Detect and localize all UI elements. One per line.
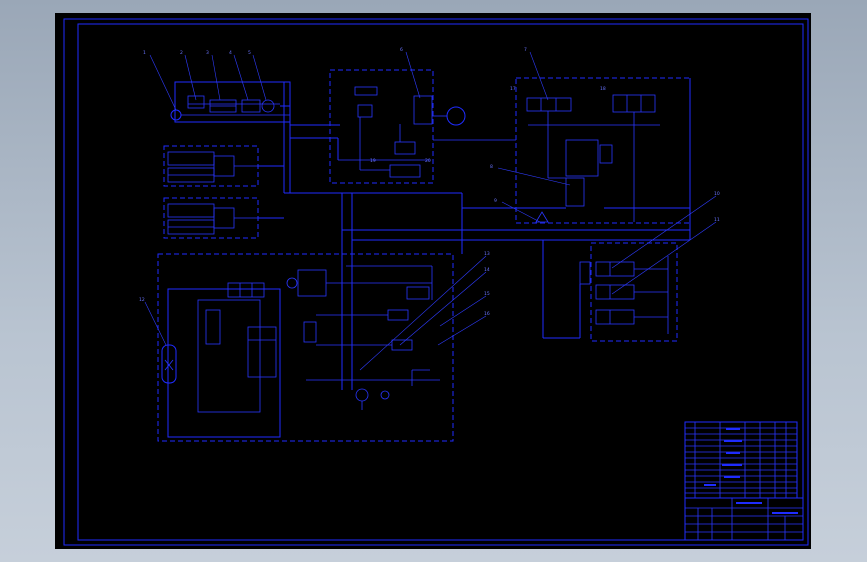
- callout-label: 12: [139, 297, 145, 303]
- callout-labels: 1 2 3 4 5 6 7 8 9 10 11 12 13 14 15 16 1…: [139, 47, 720, 317]
- main-pump-station-module: [157, 253, 454, 442]
- outer-border: [63, 18, 809, 546]
- pipelines: [258, 78, 691, 390]
- callout-label: 16: [484, 311, 490, 317]
- callout-label: 14: [484, 267, 490, 273]
- main-reservoir-frame: [167, 288, 281, 438]
- callout-label: 20: [425, 158, 431, 164]
- callout-leaders: [144, 51, 717, 371]
- callout-label: 1: [143, 50, 146, 56]
- right-lower-box: [590, 242, 678, 342]
- upper-right-valve-module: [515, 77, 691, 224]
- callout-label: 9: [494, 198, 497, 204]
- callout-label: 10: [714, 191, 720, 197]
- callout-label: 11: [714, 217, 720, 223]
- upper-middle-box: [329, 69, 434, 184]
- accumulator-symbol: [161, 344, 177, 384]
- callout-label: 13: [484, 251, 490, 257]
- callout-label: 6: [400, 47, 403, 53]
- callout-label: 17: [510, 86, 516, 92]
- inner-border: [77, 23, 804, 541]
- callout-label: 15: [484, 291, 490, 297]
- callout-label: 19: [370, 158, 376, 164]
- callout-label: 3: [206, 50, 209, 56]
- cylinder-module: [163, 81, 291, 239]
- title-block-table: [684, 497, 804, 541]
- title-block: [684, 421, 804, 541]
- callout-label: 5: [248, 50, 251, 56]
- callout-label: 8: [490, 164, 493, 170]
- right-lower-valve-module: [579, 242, 678, 342]
- callout-label: 2: [180, 50, 183, 56]
- callout-label: 18: [600, 86, 606, 92]
- callout-label: 7: [524, 47, 527, 53]
- main-station-box: [157, 253, 454, 442]
- callout-label: 4: [229, 50, 232, 56]
- upper-middle-valve-module: [329, 69, 466, 184]
